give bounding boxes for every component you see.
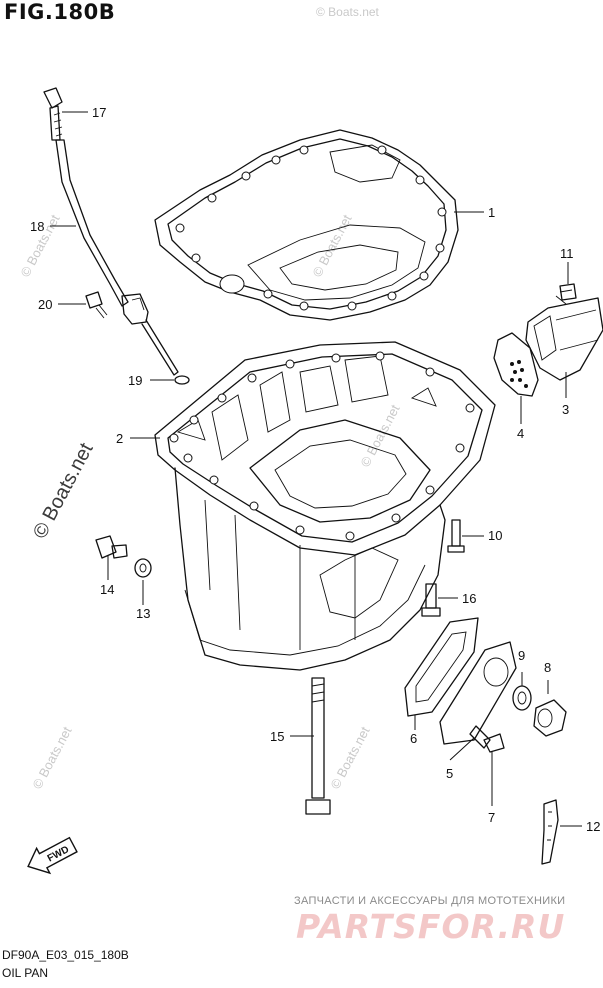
callout-19: 19 [128, 373, 142, 388]
callout-10: 10 [488, 528, 502, 543]
figure-title: FIG.180B [4, 0, 116, 24]
callout-5: 5 [446, 766, 453, 781]
brand-tagline: ЗАПЧАСТИ И АКСЕССУАРЫ ДЛЯ МОТОТЕХНИКИ [294, 895, 565, 907]
callout-labels: 1 2 3 4 5 6 7 8 9 10 11 12 13 14 15 16 1… [30, 105, 600, 834]
plug-part-14 [95, 535, 128, 559]
watermark-left-big: © Boats.net [29, 439, 98, 542]
callout-13: 13 [136, 606, 150, 621]
callout-14: 14 [100, 582, 114, 597]
drain-plug-part-8 [533, 699, 567, 737]
callout-4: 4 [517, 426, 524, 441]
bolt-part-16 [421, 583, 441, 617]
watermark-top: © Boats.net [316, 5, 380, 19]
watermark-center-lower: © Boats.net [327, 724, 372, 792]
washer-part-13 [134, 558, 152, 578]
long-bolt-part-15 [305, 677, 331, 815]
cover-part-5 [439, 641, 517, 745]
watermark-center: © Boats.net [309, 212, 354, 280]
brand-watermark: ЗАПЧАСТИ И АКСЕССУАРЫ ДЛЯ МОТОТЕХНИКИ PA… [294, 895, 565, 946]
brand-name: PARTSFOR.RU [296, 907, 565, 946]
leader-lines [50, 111, 582, 827]
callout-7: 7 [488, 810, 495, 825]
callout-18: 18 [30, 219, 44, 234]
callout-17: 17 [92, 105, 106, 120]
bolt-part-20 [85, 291, 108, 319]
callout-6: 6 [410, 731, 417, 746]
gasket-part-6 [404, 617, 479, 717]
oil-strainer-part-3 [525, 297, 603, 381]
figure-code: DF90A_E03_015_180B [2, 948, 129, 962]
strainer-gasket-part-4 [493, 332, 539, 397]
callout-15: 15 [270, 729, 284, 744]
callout-9: 9 [518, 648, 525, 663]
figure-name: OIL PAN [2, 966, 49, 980]
o-ring-part-9 [512, 685, 532, 711]
bolt-part-7 [469, 725, 505, 753]
watermarks: © Boats.net © Boats.net © Boats.net © Bo… [17, 5, 402, 791]
bolt-part-10 [447, 519, 465, 553]
dipstick-part-17-18 [43, 87, 179, 376]
callout-2: 2 [116, 431, 123, 446]
callout-1: 1 [488, 205, 495, 220]
callout-16: 16 [462, 591, 476, 606]
callout-11: 11 [560, 246, 574, 261]
fwd-arrow: FWD [27, 836, 78, 875]
callout-12: 12 [586, 819, 600, 834]
callout-8: 8 [544, 660, 551, 675]
watermark-left-lower: © Boats.net [29, 724, 74, 792]
clip-part-12 [541, 799, 559, 865]
callout-3: 3 [562, 402, 569, 417]
watermark-right-mid: © Boats.net [357, 402, 402, 470]
bolt-part-11 [555, 283, 577, 305]
o-ring-part-19 [174, 375, 190, 385]
gasket-part-1 [154, 129, 459, 321]
oil-pan-part-2 [154, 341, 496, 671]
callout-20: 20 [38, 297, 52, 312]
